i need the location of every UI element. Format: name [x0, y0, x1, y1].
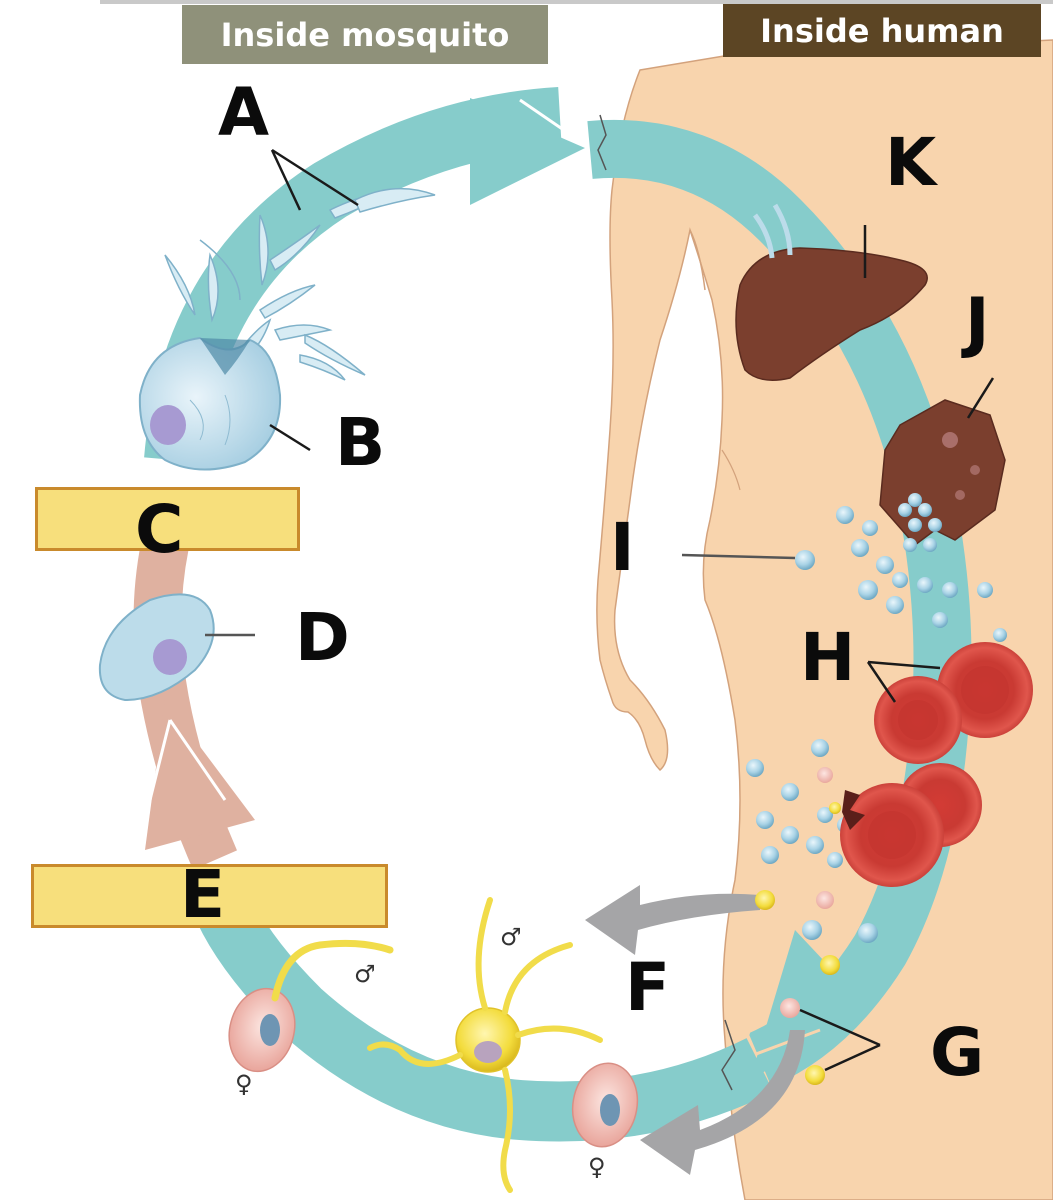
top-border-line — [100, 0, 1053, 4]
red-blood-cells — [840, 642, 1033, 887]
answer-box-e[interactable] — [31, 864, 388, 928]
label-k: K — [885, 124, 937, 201]
label-i: I — [610, 509, 635, 586]
label-g: G — [930, 1014, 985, 1091]
label-a: A — [218, 74, 270, 151]
sporozoites — [164, 187, 436, 381]
female-symbol-bottom: ♀ — [588, 1153, 606, 1181]
merozoites — [746, 493, 1007, 1085]
label-f: F — [625, 949, 671, 1026]
label-j: J — [965, 284, 990, 361]
header-inside-mosquito-text: Inside mosquito — [220, 15, 510, 54]
liver — [735, 203, 928, 381]
header-inside-mosquito: Inside mosquito — [182, 5, 548, 64]
male-symbol-left: ♂ — [354, 960, 376, 988]
leader-lines — [205, 148, 995, 1072]
male-symbol-top: ♂ — [500, 923, 522, 951]
human-body — [596, 39, 1053, 1200]
female-symbol-left: ♀ — [235, 1070, 253, 1098]
label-e: E — [180, 856, 226, 933]
header-inside-human: Inside human — [723, 4, 1041, 57]
oocyst — [138, 336, 282, 471]
label-d: D — [295, 599, 350, 676]
gametes — [228, 897, 639, 1193]
header-inside-human-text: Inside human — [760, 11, 1004, 50]
label-b: B — [335, 404, 386, 481]
answer-box-c[interactable] — [35, 487, 300, 551]
label-h: H — [800, 619, 856, 696]
gray-arrows — [585, 885, 805, 1175]
label-c: C — [135, 491, 184, 568]
ookinete-cell — [98, 593, 215, 702]
